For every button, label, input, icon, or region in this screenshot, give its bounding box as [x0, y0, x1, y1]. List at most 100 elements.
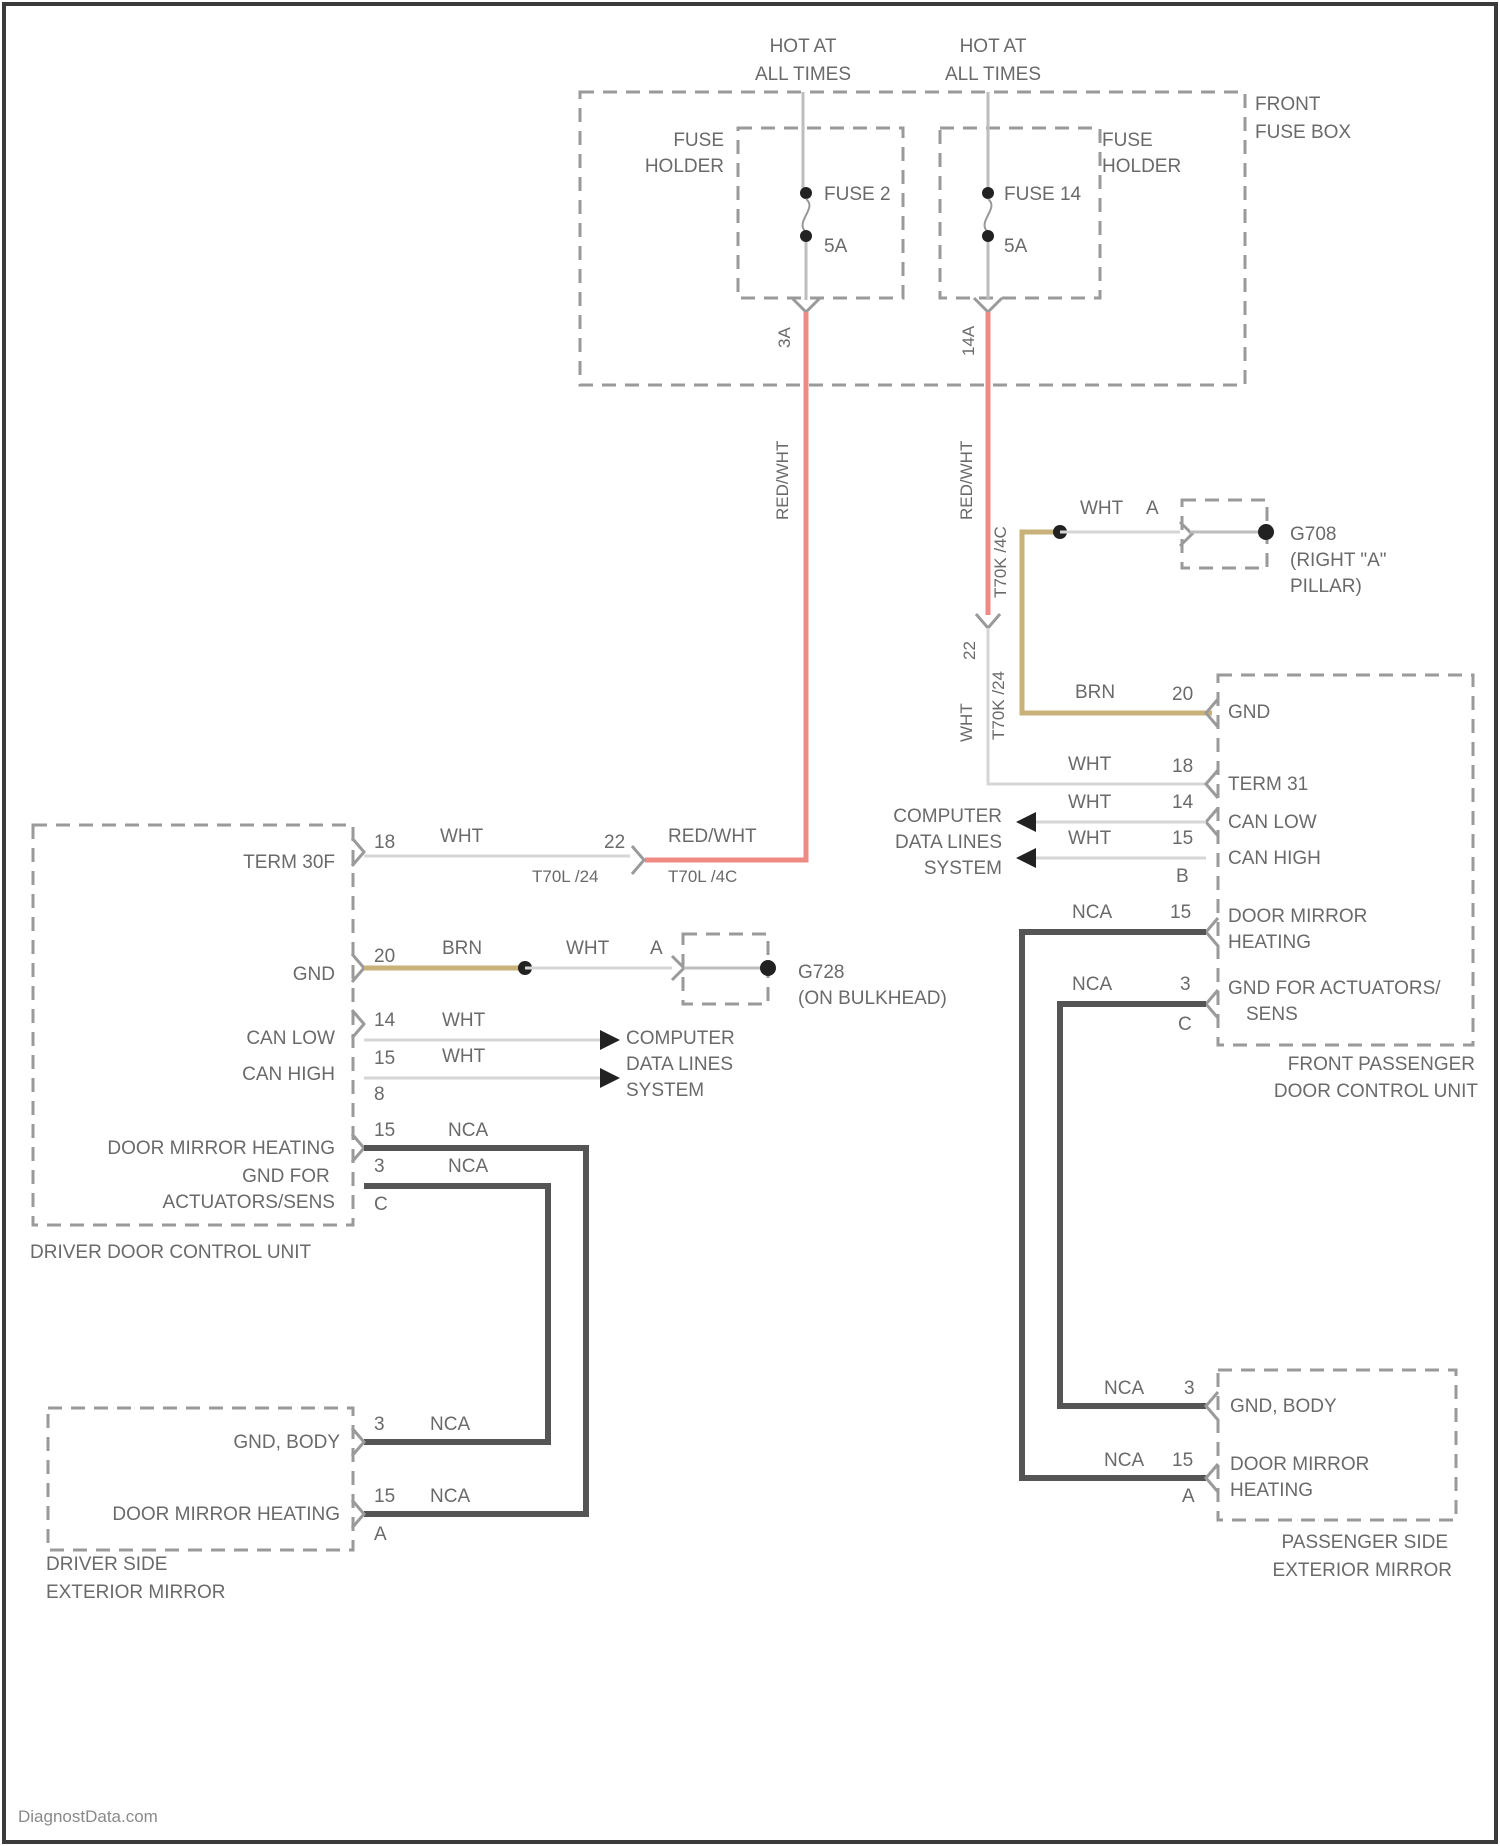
passenger-label-can-low: CAN LOW: [1228, 812, 1317, 833]
passenger-wire-18: WHT: [1068, 754, 1112, 775]
driver-pin-3: 3: [374, 1156, 385, 1177]
driver-mirror-pin-a: A: [374, 1524, 387, 1545]
right-wht-vertical-label: WHT: [957, 703, 976, 742]
passenger-mirror-wire-15: NCA: [1104, 1450, 1144, 1471]
passenger-label-gnd-actuators-line2: SENS: [1246, 1004, 1298, 1025]
driver-mirror-title-1: DRIVER SIDE: [46, 1554, 167, 1575]
driver-pin-15b: 15: [374, 1120, 395, 1141]
passenger-pin-18: 18: [1172, 756, 1193, 777]
ground-right-name-3: PILLAR): [1290, 576, 1362, 597]
ground-right-wire: WHT: [1080, 498, 1124, 519]
ground-left-wire: WHT: [566, 938, 610, 959]
passenger-mirror-pin-a: A: [1182, 1486, 1195, 1507]
fuse-holder-left-label-2: HOLDER: [645, 156, 724, 177]
driver-label-gnd: GND: [293, 964, 335, 985]
driver-label-mirror-heating: DOOR MIRROR HEATING: [107, 1138, 335, 1159]
ground-left-name-2: (ON BULKHEAD): [798, 988, 947, 1009]
passenger-mirror-wire-3: NCA: [1104, 1378, 1144, 1399]
driver-mirror-label-gnd: GND, BODY: [233, 1432, 340, 1453]
fuse-holder-right-label-1: FUSE: [1102, 130, 1153, 151]
driver-label-can-low: CAN LOW: [246, 1028, 335, 1049]
ground-right-pin: A: [1146, 498, 1159, 519]
passenger-label-term31: TERM 31: [1228, 774, 1308, 795]
fuse-holder-left-label-1: FUSE: [673, 130, 724, 151]
hot-left-line-2: ALL TIMES: [755, 64, 851, 85]
driver-pin-14: 14: [374, 1010, 396, 1031]
passenger-mirror-label-heating-line1: DOOR MIRROR: [1230, 1454, 1369, 1475]
ground-left-pin: A: [650, 938, 663, 959]
driver-mirror-pin-3: 3: [374, 1414, 385, 1435]
fuse-right-name: FUSE 14: [1004, 184, 1082, 205]
ground-right-name-2: (RIGHT "A": [1290, 550, 1387, 571]
driver-splice-right: T70L /4C: [668, 867, 737, 886]
driver-label-term30f: TERM 30F: [243, 852, 335, 873]
fuse-right-rating: 5A: [1004, 236, 1028, 257]
driver-splice-pin: 22: [604, 832, 625, 853]
passenger-mirror-label-gnd: GND, BODY: [1230, 1396, 1337, 1417]
driver-wire-14: WHT: [442, 1010, 486, 1031]
passenger-cdl-3: SYSTEM: [924, 858, 1002, 879]
driver-label-gnd-actuators-text: GND FOR: [242, 1166, 330, 1187]
front-fuse-box-label-1: FRONT: [1255, 94, 1321, 115]
passenger-mirror-title-1: PASSENGER SIDE: [1282, 1532, 1448, 1553]
ground-left-name-1: G728: [798, 962, 844, 983]
passenger-pin-15b: 15: [1170, 902, 1191, 923]
passenger-label-can-high: CAN HIGH: [1228, 848, 1321, 869]
driver-pin-18: 18: [374, 832, 395, 853]
passenger-mirror-label-heating-line2: HEATING: [1230, 1480, 1313, 1501]
passenger-mirror-pin-3: 3: [1184, 1378, 1195, 1399]
driver-mirror-wire-3: NCA: [430, 1414, 470, 1435]
passenger-pin-b: B: [1176, 866, 1189, 887]
passenger-label-heating-line1: DOOR MIRROR: [1228, 906, 1367, 927]
passenger-pin-14: 14: [1172, 792, 1194, 813]
passenger-dcu-title-2: DOOR CONTROL UNIT: [1274, 1081, 1478, 1102]
wire-right-vertical-label: RED/WHT: [957, 441, 976, 520]
driver-label-gnd-actuators-line2: ACTUATORS/SENS: [163, 1192, 335, 1213]
driver-cdl-3: SYSTEM: [626, 1080, 704, 1101]
driver-pin-8: 8: [374, 1084, 385, 1105]
right-splice-pin: 22: [960, 641, 979, 660]
passenger-pin-c: C: [1178, 1014, 1192, 1035]
passenger-cdl-2: DATA LINES: [895, 832, 1002, 853]
passenger-pin-3: 3: [1180, 974, 1191, 995]
driver-mirror-wire-15: NCA: [430, 1486, 470, 1507]
ground-right-name-1: G708: [1290, 524, 1336, 545]
fuse-left-pin: 3A: [775, 327, 794, 348]
driver-dcu-title: DRIVER DOOR CONTROL UNIT: [30, 1242, 312, 1263]
passenger-dcu-title-1: FRONT PASSENGER: [1288, 1054, 1475, 1075]
driver-splice-left: T70L /24: [532, 867, 598, 886]
fuse-holder-right-label-2: HOLDER: [1102, 156, 1181, 177]
passenger-cdl-1: COMPUTER: [893, 806, 1002, 827]
driver-wire-18: WHT: [440, 826, 484, 847]
passenger-pin-15a: 15: [1172, 828, 1193, 849]
wire-left-vertical-label: RED/WHT: [773, 441, 792, 520]
driver-pin-15a: 15: [374, 1048, 395, 1069]
passenger-pin-20: 20: [1172, 684, 1193, 705]
hot-left-line-1: HOT AT: [770, 36, 837, 57]
driver-wire-20: BRN: [442, 938, 482, 959]
driver-cdl-2: DATA LINES: [626, 1054, 733, 1075]
driver-pin-20: 20: [374, 946, 395, 967]
passenger-wire-20: BRN: [1075, 682, 1115, 703]
passenger-wire-3: NCA: [1072, 974, 1112, 995]
driver-label-can-high: CAN HIGH: [242, 1064, 335, 1085]
driver-wire-15b: NCA: [448, 1120, 488, 1141]
watermark: DiagnostData.com: [18, 1807, 158, 1826]
driver-cdl-1: COMPUTER: [626, 1028, 735, 1049]
passenger-wire-14: WHT: [1068, 792, 1112, 813]
front-fuse-box-label-2: FUSE BOX: [1255, 122, 1351, 143]
passenger-wire-15a: WHT: [1068, 828, 1112, 849]
fuse-left-rating: 5A: [824, 236, 848, 257]
driver-mirror-label-heating: DOOR MIRROR HEATING: [112, 1504, 340, 1525]
passenger-label-gnd-actuators-line1: GND FOR ACTUATORS/: [1228, 978, 1441, 999]
driver-mirror-title-2: EXTERIOR MIRROR: [46, 1582, 225, 1603]
fuse-left-name: FUSE 2: [824, 184, 891, 205]
driver-wire-3: NCA: [448, 1156, 488, 1177]
right-splice-bottom: T70K /24: [989, 671, 1008, 740]
driver-mirror-pin-15: 15: [374, 1486, 395, 1507]
right-splice-top: T70K /4C: [991, 526, 1010, 598]
passenger-mirror-pin-15: 15: [1172, 1450, 1193, 1471]
passenger-label-heating-line2: HEATING: [1228, 932, 1311, 953]
driver-wire-15a: WHT: [442, 1046, 486, 1067]
